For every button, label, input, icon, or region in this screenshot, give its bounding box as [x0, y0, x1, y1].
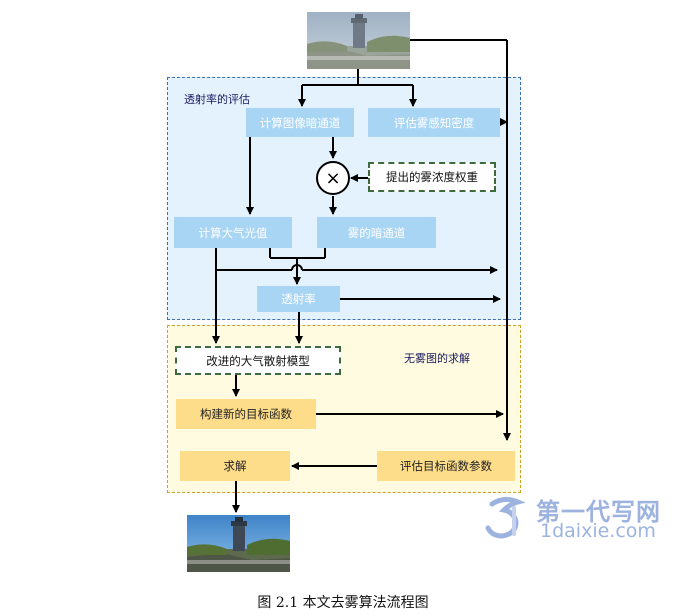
objective-function-box: 构建新的目标函数 [176, 399, 316, 429]
figure-caption: 图 2.1 本文去雾算法流程图 [257, 595, 429, 611]
fog-density-box: 评估雾感知密度 [368, 108, 500, 137]
fog-weight-box: 提出的雾浓度权重 [368, 162, 496, 192]
watermark: 第一代写网 1daixie.com [484, 494, 684, 544]
watermark-logo-icon [485, 496, 526, 539]
transmission-region-title: 透射率的评估 [184, 93, 250, 106]
dehazed-output-image [187, 515, 290, 572]
compute-dark-channel-box: 计算图像暗通道 [246, 108, 354, 137]
watermark-title: 第一代写网 [536, 498, 661, 526]
multiply-symbol: × [325, 168, 340, 189]
atmospheric-light-box: 计算大气光值 [174, 217, 292, 248]
watermark-url: 1daixie.com [540, 520, 656, 542]
transmission-box: 透射率 [257, 286, 340, 312]
hazy-input-image [307, 12, 410, 69]
solve-box: 求解 [180, 451, 290, 481]
solve-region-title: 无雾图的求解 [404, 352, 470, 365]
objective-params-box: 评估目标函数参数 [377, 451, 515, 481]
fog-dark-channel-box: 雾的暗通道 [317, 217, 436, 248]
multiply-node [316, 161, 350, 195]
scatter-model-box: 改进的大气散射模型 [175, 346, 341, 375]
